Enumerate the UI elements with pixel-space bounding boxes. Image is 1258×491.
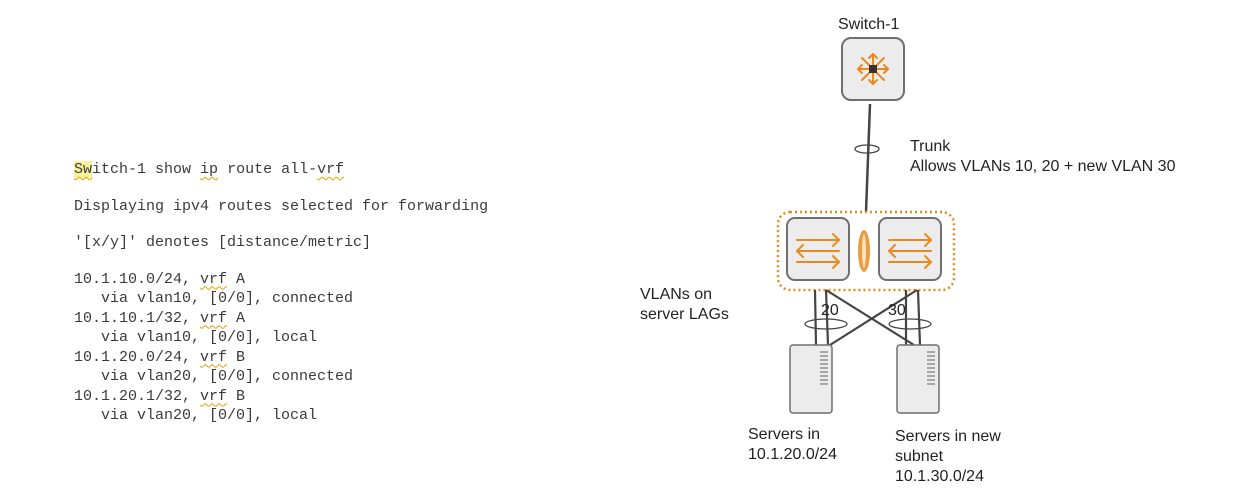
cli-info-line: Displaying ipv4 routes selected for forw… xyxy=(74,197,489,215)
servers-a-line1: Servers in xyxy=(748,426,821,443)
core-switch-icon xyxy=(841,37,905,101)
servers-b-line1: Servers in new xyxy=(895,428,1001,445)
trunk-vlans-line: Allows VLANs 10, 20 + new VLAN 30 xyxy=(910,158,1176,175)
route-prefix-line: 10.1.10.0/24, vrf A xyxy=(74,270,488,290)
switch-label: Switch-1 xyxy=(838,16,900,33)
vrf-keyword: vrf xyxy=(200,270,228,288)
route-prefix: 10.1.10.1/32, xyxy=(74,309,201,327)
route-via-line: via vlan20, [0/0], local xyxy=(74,407,318,424)
route-via-line: via vlan10, [0/0], local xyxy=(74,329,318,346)
route-prefix-line: 10.1.20.1/32, vrf B xyxy=(74,387,488,407)
vrf-keyword: vrf xyxy=(200,348,228,366)
servers-a-label: Servers in 10.1.20.0/24 xyxy=(748,425,837,465)
prompt-rest: itch-1 show xyxy=(92,161,201,178)
cmd-vrf: vrf xyxy=(317,161,345,178)
vrf-keyword: vrf xyxy=(200,387,228,405)
trunk-label-line: Trunk xyxy=(910,138,951,155)
vrf-name: B xyxy=(227,348,246,366)
servers-a-subnet: 10.1.20.0/24 xyxy=(748,446,837,463)
aggregation-switch-left-icon xyxy=(786,217,850,281)
vlans-label-line1: VLANs on xyxy=(640,286,713,303)
servers-b-line2: subnet xyxy=(895,448,944,465)
route-prefix: 10.1.10.0/24, xyxy=(74,270,201,288)
route-via-line: via vlan10, [0/0], connected xyxy=(74,290,354,307)
cli-legend-line: '[x/y]' denotes [distance/metric] xyxy=(74,234,372,251)
server-lag-ring-right xyxy=(888,318,932,330)
cmd-route: route all- xyxy=(218,161,318,178)
server-lag-ring-left xyxy=(804,318,848,330)
cli-command-line: Switch-1 show ip route all-vrf xyxy=(74,160,488,180)
vlan-30-label: 30 xyxy=(888,302,906,319)
trunk-link xyxy=(864,103,872,213)
trunk-lag-ring xyxy=(854,144,880,154)
server-rack-right-icon xyxy=(896,344,940,414)
vrf-name: A xyxy=(227,270,246,288)
vrf-name: B xyxy=(227,387,246,405)
prompt-prefix: Sw xyxy=(74,161,93,178)
vlans-label-line2: server LAGs xyxy=(640,306,729,323)
vlan-20-label: 20 xyxy=(821,302,839,319)
route-prefix: 10.1.20.1/32, xyxy=(74,387,201,405)
isl-link-highlight xyxy=(862,234,866,268)
server-links xyxy=(813,289,922,346)
aggregation-switch-right-icon xyxy=(878,217,942,281)
route-prefix-line: 10.1.20.0/24, vrf B xyxy=(74,348,488,368)
vsx-pair-group xyxy=(776,210,956,292)
cli-output: Switch-1 show ip route all-vrf Displayin… xyxy=(74,160,488,426)
vrf-name: A xyxy=(227,309,246,327)
vlans-on-lags-label: VLANs on server LAGs xyxy=(640,285,729,325)
servers-b-subnet: 10.1.30.0/24 xyxy=(895,468,984,485)
server-rack-left-icon xyxy=(789,344,833,414)
route-via-line: via vlan20, [0/0], connected xyxy=(74,368,354,385)
servers-b-label: Servers in new subnet 10.1.30.0/24 xyxy=(895,427,1001,487)
cmd-ip: ip xyxy=(200,161,219,178)
route-prefix-line: 10.1.10.1/32, vrf A xyxy=(74,309,488,329)
vrf-keyword: vrf xyxy=(200,309,228,327)
trunk-label: Trunk Allows VLANs 10, 20 + new VLAN 30 xyxy=(910,137,1175,177)
route-prefix: 10.1.20.0/24, xyxy=(74,348,201,366)
